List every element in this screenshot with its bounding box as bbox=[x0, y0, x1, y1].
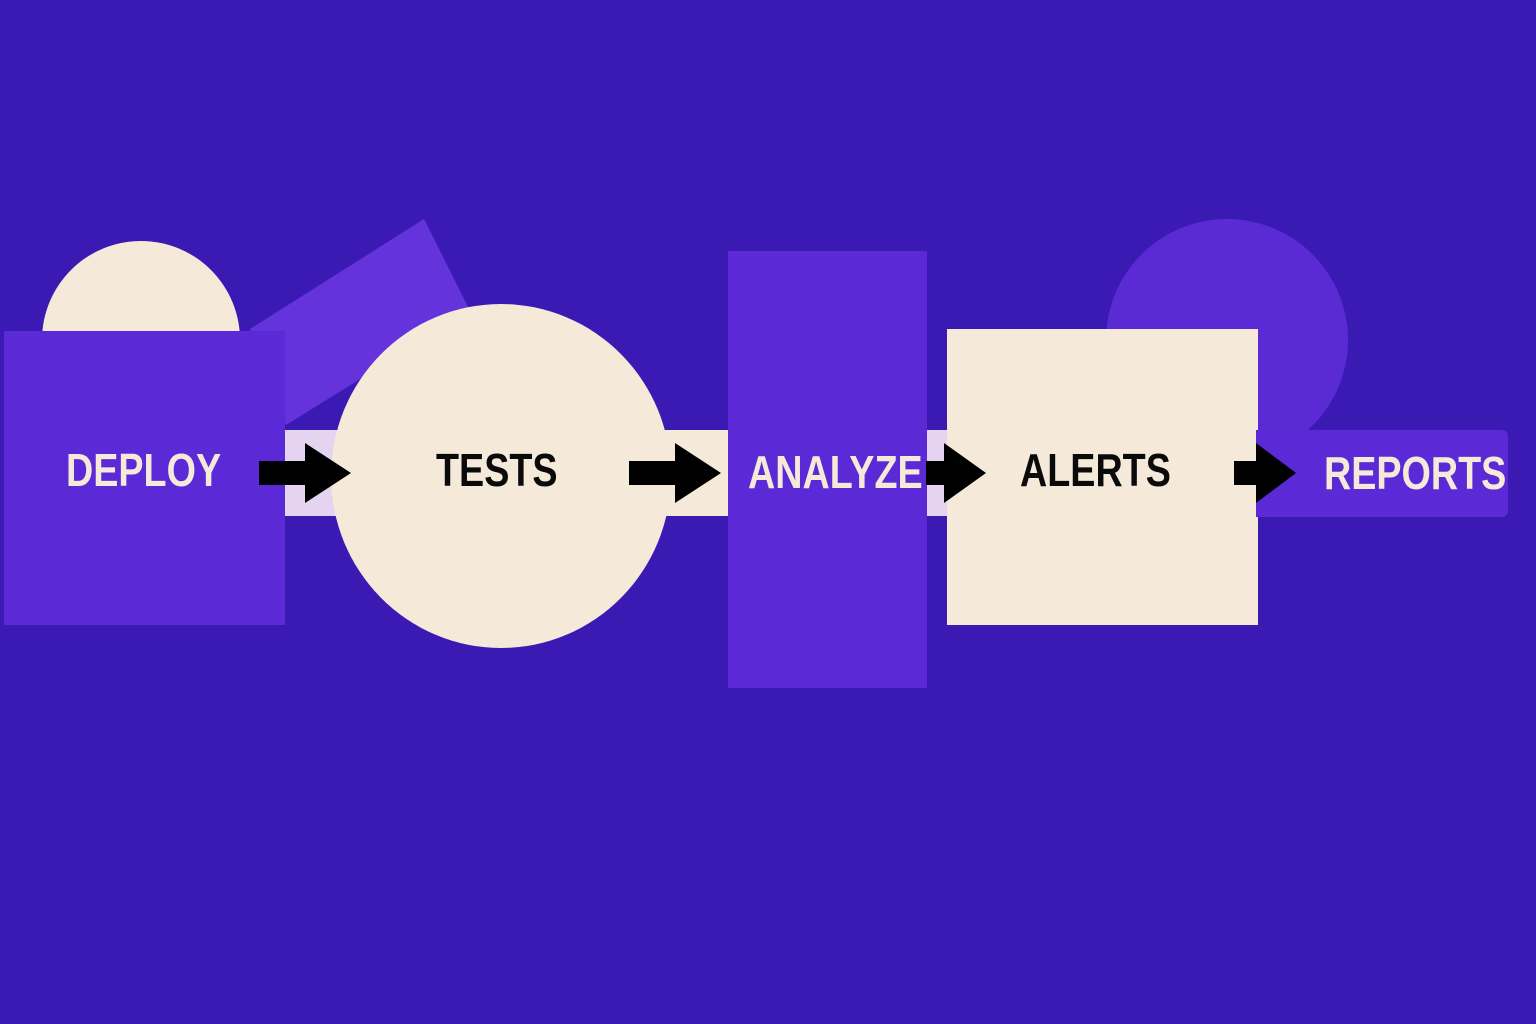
arrow-right-icon bbox=[629, 443, 721, 503]
step-label-analyze: ANALYZE bbox=[748, 446, 923, 498]
step-label-reports: REPORTS bbox=[1324, 447, 1507, 499]
step-label-deploy: DEPLOY bbox=[66, 444, 222, 496]
tilted-rectangle-decoration bbox=[250, 219, 470, 425]
step-label-alerts: ALERTS bbox=[1020, 444, 1171, 496]
reports-bar bbox=[1256, 430, 1508, 517]
arrow-right-icon bbox=[926, 443, 986, 503]
deploy-block bbox=[4, 331, 285, 625]
arrow-right-icon bbox=[259, 443, 351, 503]
tests-circle bbox=[331, 304, 671, 648]
step-label-tests: TESTS bbox=[436, 444, 558, 496]
analyze-block bbox=[728, 251, 927, 688]
alerts-block bbox=[947, 329, 1258, 625]
arrow-right-icon bbox=[1234, 443, 1296, 503]
